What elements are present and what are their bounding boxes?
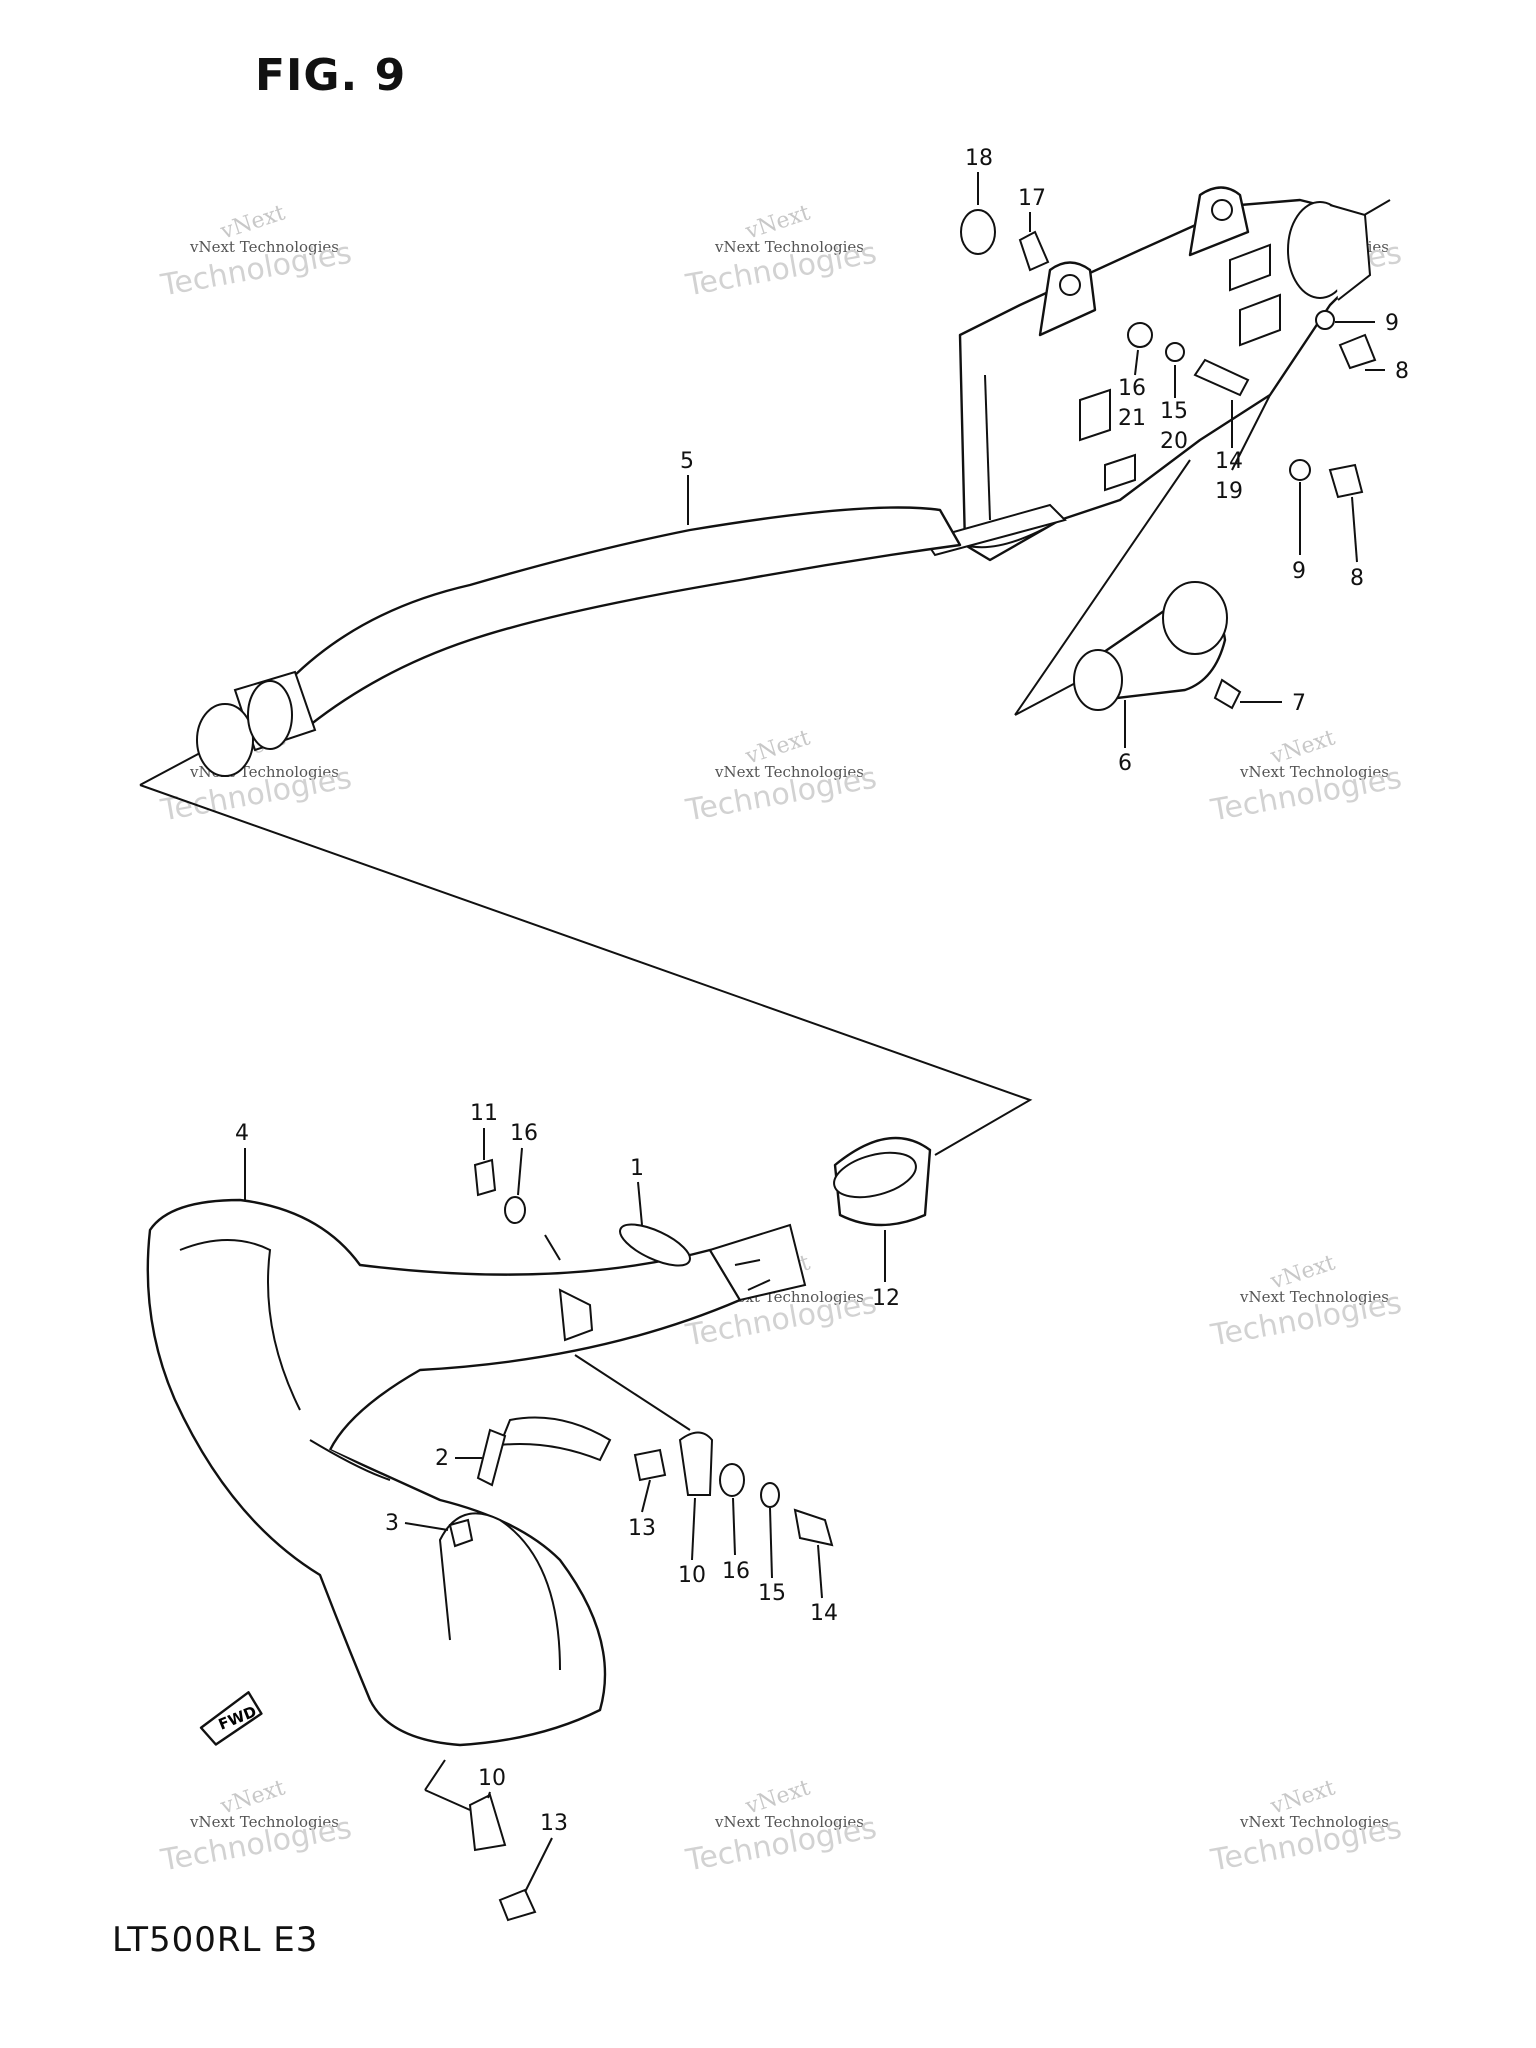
callout-2: 2 <box>435 1446 482 1471</box>
callout-12: 12 <box>872 1230 900 1311</box>
forward-direction-badge: FWD <box>199 1691 263 1746</box>
callout-8: 8 <box>1365 359 1409 384</box>
svg-text:20: 20 <box>1160 429 1188 454</box>
callout-4: 4 <box>235 1121 249 1200</box>
bolt-icon <box>1338 333 1377 370</box>
svg-text:10: 10 <box>678 1563 706 1588</box>
bolt-icon <box>1193 358 1250 397</box>
svg-text:9: 9 <box>1292 559 1306 584</box>
callout-3: 3 <box>385 1511 449 1536</box>
bolt-icon <box>633 1448 667 1482</box>
svg-text:15: 15 <box>1160 399 1188 424</box>
callout-11: 11 <box>470 1101 498 1160</box>
callout-1: 1 <box>630 1156 644 1226</box>
bracket-icon <box>468 1793 507 1852</box>
callout-8: 8 <box>1350 496 1364 591</box>
callout-19: 19 <box>1215 479 1243 504</box>
assembly-line-pipe-joint <box>139 784 1033 1156</box>
collar-icon <box>1018 230 1050 272</box>
svg-text:13: 13 <box>628 1516 656 1541</box>
svg-text:9: 9 <box>1385 311 1399 336</box>
nut-icon <box>448 1518 474 1548</box>
nut-icon <box>473 1158 497 1197</box>
grommet-icon <box>960 209 996 255</box>
washer-icon <box>719 1463 745 1497</box>
muffler <box>923 186 1372 562</box>
figure-title: FIG. 9 <box>255 50 407 101</box>
callout-16: 16 <box>1118 349 1146 401</box>
callout-6: 6 <box>1118 700 1132 776</box>
svg-text:1: 1 <box>630 1156 644 1181</box>
header-pipe <box>146 1198 807 1747</box>
callout-10: 10 <box>478 1766 506 1799</box>
svg-text:14: 14 <box>810 1601 838 1626</box>
svg-text:6: 6 <box>1118 751 1132 776</box>
svg-text:17: 17 <box>1018 186 1046 211</box>
svg-text:16: 16 <box>1118 376 1146 401</box>
screw-icon <box>1213 678 1242 710</box>
washer-icon <box>1315 310 1335 330</box>
callout-13: 13 <box>628 1479 656 1541</box>
model-code: LT500RL E3 <box>112 1920 319 1960</box>
callout-14: 14 <box>1215 400 1243 474</box>
svg-text:5: 5 <box>680 449 694 474</box>
svg-text:13: 13 <box>540 1811 568 1836</box>
stud-icon <box>476 1428 507 1487</box>
callout-21: 21 <box>1118 406 1146 431</box>
callout-16: 16 <box>722 1497 750 1584</box>
bolt-icon <box>498 1888 537 1922</box>
callout-9: 9 <box>1292 482 1306 584</box>
bolt-icon <box>1328 463 1364 499</box>
callout-14: 14 <box>810 1544 838 1626</box>
svg-text:16: 16 <box>510 1121 538 1146</box>
bolt-icon <box>793 1508 834 1547</box>
svg-text:15: 15 <box>758 1581 786 1606</box>
flange-gasket-icon <box>498 1416 612 1462</box>
leader-line <box>424 1759 471 1811</box>
svg-text:2: 2 <box>435 1446 449 1471</box>
svg-text:12: 12 <box>872 1286 900 1311</box>
pipe-connector <box>833 1136 932 1227</box>
callout-15: 15 <box>1160 365 1188 424</box>
svg-text:10: 10 <box>478 1766 506 1791</box>
gasket-icon <box>619 1223 691 1267</box>
bracket-icon <box>678 1431 714 1496</box>
svg-text:19: 19 <box>1215 479 1243 504</box>
callout-10: 10 <box>678 1497 706 1588</box>
callout-9: 9 <box>1335 311 1399 336</box>
callout-7: 7 <box>1240 691 1306 716</box>
callout-18: 18 <box>965 146 993 205</box>
callout-5: 5 <box>680 449 694 525</box>
svg-text:7: 7 <box>1292 691 1306 716</box>
svg-text:8: 8 <box>1395 359 1409 384</box>
svg-text:21: 21 <box>1118 406 1146 431</box>
lock-washer-icon <box>760 1482 780 1508</box>
svg-text:14: 14 <box>1215 449 1243 474</box>
svg-text:16: 16 <box>722 1559 750 1584</box>
callout-13: 13 <box>524 1811 568 1893</box>
svg-text:8: 8 <box>1350 566 1364 591</box>
callout-15: 15 <box>758 1507 786 1606</box>
leader-line <box>544 1234 691 1431</box>
callout-16: 16 <box>510 1121 538 1196</box>
washer-icon <box>1289 459 1311 481</box>
svg-text:3: 3 <box>385 1511 399 1536</box>
svg-text:11: 11 <box>470 1101 498 1126</box>
exhaust-pipe <box>196 506 962 777</box>
svg-text:4: 4 <box>235 1121 249 1146</box>
svg-text:18: 18 <box>965 146 993 171</box>
spark-arrester <box>1073 581 1228 711</box>
callout-20: 20 <box>1160 429 1188 454</box>
callout-17: 17 <box>1018 186 1046 232</box>
washer-icon <box>504 1196 526 1224</box>
